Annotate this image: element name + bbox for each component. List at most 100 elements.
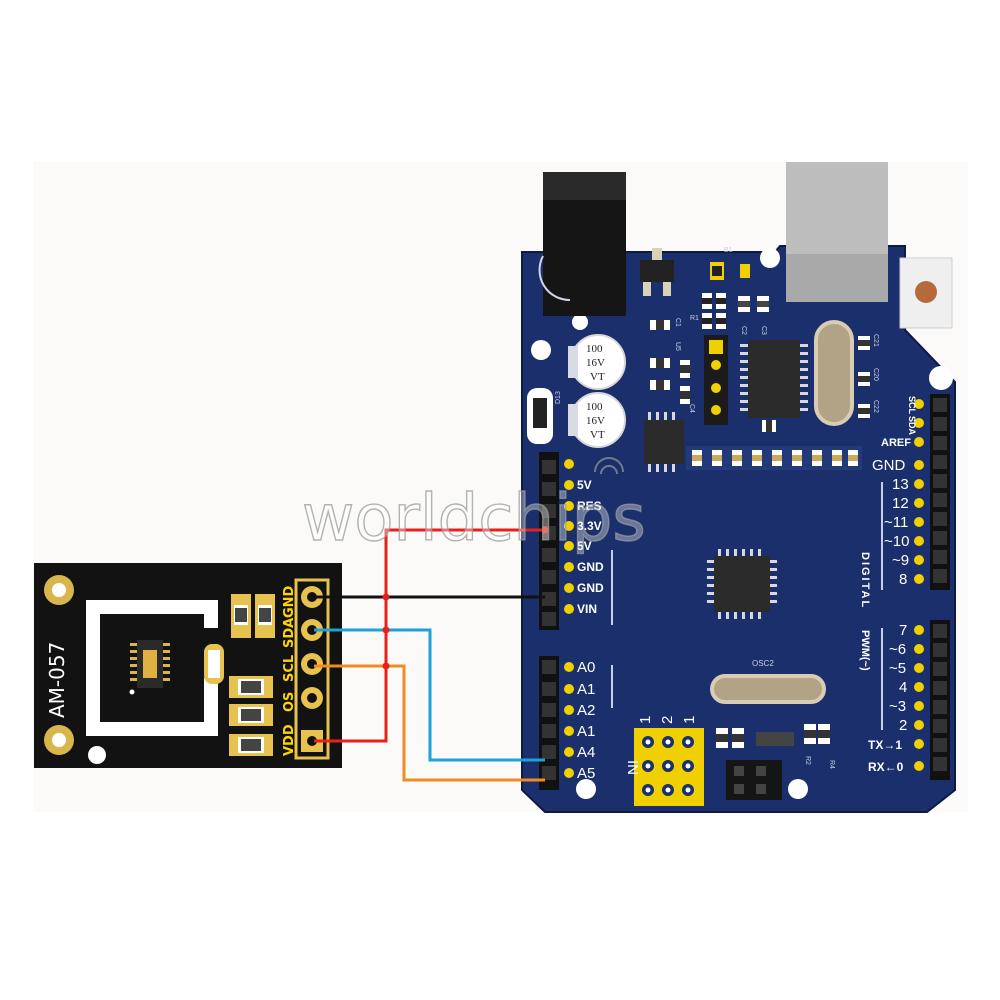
code-r4: R4 — [828, 760, 835, 769]
wire-junction — [382, 626, 390, 634]
sensor-chip — [129, 640, 170, 695]
mounting-hole — [760, 248, 780, 268]
small-header — [704, 335, 728, 425]
mounting-hole — [788, 779, 808, 799]
icsp-area-parts — [716, 724, 830, 800]
wire-junction — [382, 593, 390, 601]
analog-pin-a3: A1 — [577, 723, 595, 740]
icsp-label: IN — [624, 760, 641, 775]
mounting-hole — [929, 366, 953, 390]
resistor-row — [686, 446, 862, 470]
digital-pin-3: ~3 — [889, 698, 906, 715]
capacitor-1-line-1: 100 — [586, 343, 603, 355]
module-name: AM-057 — [45, 642, 69, 718]
pwm-section-label: PWM(~) — [859, 630, 871, 671]
wire-scl-to-a5 — [314, 664, 545, 782]
icsp-number-1: 1 — [637, 716, 654, 724]
code-c4: C4 — [688, 404, 695, 413]
mounting-hole — [572, 314, 588, 330]
wire-vdd-to-3v3 — [314, 528, 545, 743]
small-chip — [644, 412, 684, 472]
digital-pin-13: 13 — [892, 476, 909, 493]
usb-chip — [740, 340, 808, 418]
smd-components — [650, 262, 870, 432]
power-pin-5v: 5V — [577, 478, 592, 492]
analog-header: A0 A1 A2 A1 A4 A5 — [539, 656, 613, 790]
code-b1: B1 — [724, 247, 733, 254]
digital-pin-4: 4 — [899, 679, 907, 696]
code-u5: U5 — [674, 342, 681, 351]
code-c22: C22 — [872, 400, 879, 413]
icsp-number-3: 1 — [681, 716, 698, 724]
power-pin-gnd: GND — [577, 560, 604, 574]
code-c2: C2 — [740, 326, 747, 335]
mcu-chip — [707, 549, 777, 619]
code-c3: C3 — [760, 326, 767, 335]
icsp-number-2: 2 — [659, 716, 676, 724]
crystal-oscillator — [814, 320, 854, 426]
diode — [527, 388, 553, 444]
analog-pin-a0: A0 — [577, 659, 595, 676]
power-pin-5v-2: 5V — [577, 539, 592, 553]
analog-pin-a5: A5 — [577, 765, 595, 782]
digital-pin-7: 7 — [899, 622, 907, 639]
power-pin-res: RES — [577, 499, 602, 513]
wire-sda-to-a4 — [314, 628, 545, 762]
power-pin-vin: VIN — [577, 602, 597, 616]
sensor-module: AM-057 GND — [34, 563, 342, 768]
osc2-label: OSC2 — [752, 659, 774, 668]
digital-pin-10: ~10 — [884, 533, 909, 550]
digital-pin-9: ~9 — [892, 552, 909, 569]
analog-pin-a1: A1 — [577, 681, 595, 698]
digital-pin-aref: AREF — [881, 437, 911, 449]
wire-junction — [541, 526, 549, 534]
wifi-icon — [594, 457, 624, 473]
code-d13: D13 — [555, 391, 562, 404]
digital-pin-gnd: GND — [872, 457, 906, 474]
power-pin-3v3: 3.3V — [577, 519, 602, 533]
module-pin-gnd: GND — [282, 585, 297, 618]
digital-pin-8: 8 — [899, 571, 907, 588]
reset-button — [899, 257, 953, 329]
wires — [314, 526, 549, 782]
arduino-board: 100 16V VT 100 16V VT — [521, 162, 956, 813]
power-header: 5V RES 3.3V 5V GND GND VIN — [539, 452, 613, 630]
capacitor-2-line-3: VT — [590, 429, 605, 441]
icsp-header: 1 2 1 IN — [624, 716, 704, 806]
digital-pin-11: ~11 — [884, 514, 908, 531]
code-c21: C21 — [872, 334, 879, 347]
digital-header-bottom: 7 ~6 ~5 4 ~3 2 TX→1 RX←0 PWM(~) — [859, 620, 950, 780]
code-c20: C20 — [872, 368, 879, 381]
digital-pin-5: ~5 — [889, 660, 906, 677]
code-r1: R1 — [690, 315, 699, 322]
silkscreen-codes: U5 D13 C21 C20 C22 R2 R1 C1 C2 C3 C4 R4 … — [555, 247, 879, 769]
capacitor-2: 100 16V VT — [568, 392, 626, 448]
capacitor-1-line-3: VT — [590, 371, 605, 383]
digital-header-top: SCL SDA AREF GND 13 12 ~11 ~10 ~9 8 DIGI… — [859, 394, 950, 609]
module-pin-sda: SDA — [282, 618, 297, 648]
module-pin-os: OS — [282, 692, 297, 712]
analog-pin-a2: A2 — [577, 702, 595, 719]
capacitor-2-line-2: 16V — [586, 415, 605, 427]
digital-section-label: DIGITAL — [859, 552, 871, 609]
capacitor-1-line-2: 16V — [586, 357, 605, 369]
digital-pin-12: 12 — [892, 495, 909, 512]
analog-pin-a4: A4 — [577, 744, 595, 761]
module-pin-header — [294, 578, 330, 760]
mounting-hole — [576, 779, 596, 799]
code-r2: R2 — [804, 756, 811, 765]
digital-pin-sda: SDA — [907, 416, 917, 436]
mounting-hole — [531, 340, 551, 360]
dc-power-jack — [538, 172, 626, 316]
capacitor-2-line-1: 100 — [586, 401, 603, 413]
power-pin-gnd-2: GND — [577, 581, 604, 595]
wire-junction — [382, 662, 390, 670]
sensor-frame — [86, 600, 218, 736]
capacitor-1: 100 16V VT — [568, 334, 626, 390]
crystal-osc2: OSC2 — [710, 659, 826, 704]
module-pin-vdd: VDD — [282, 724, 297, 756]
voltage-regulator — [640, 248, 674, 296]
digital-pin-6: ~6 — [889, 641, 906, 658]
code-c1: C1 — [674, 318, 681, 327]
